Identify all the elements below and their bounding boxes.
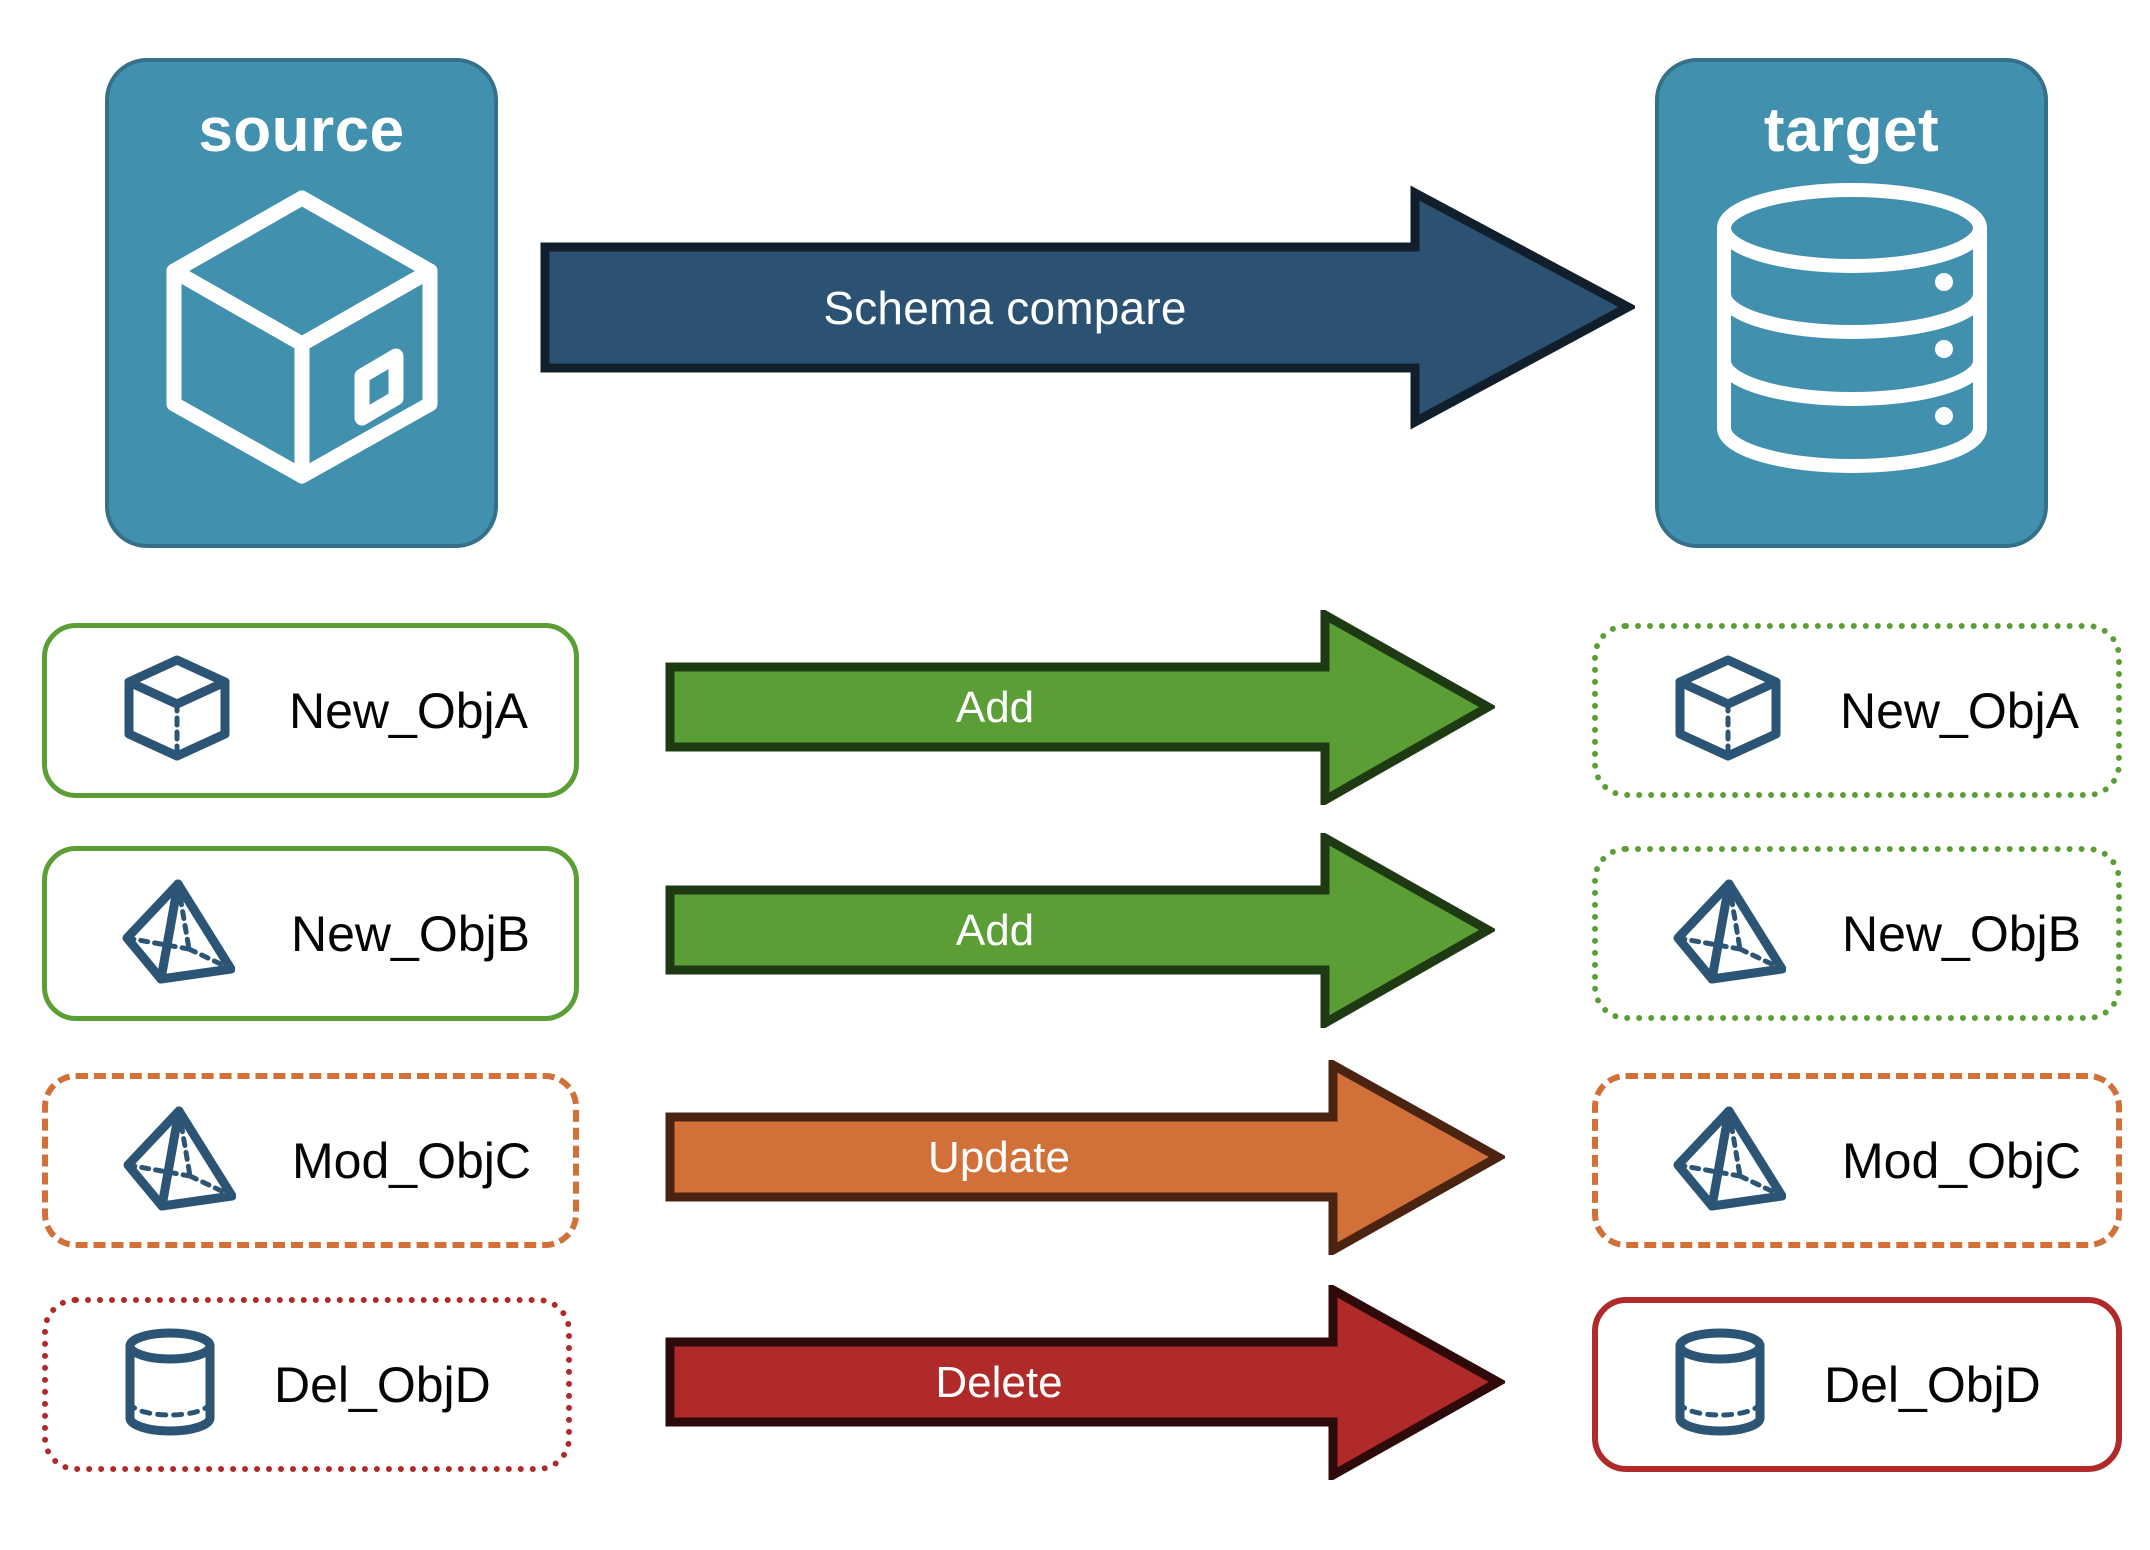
source-object-label: Del_ObjD — [274, 1356, 491, 1413]
source-object-label: New_ObjA — [289, 682, 528, 739]
row-arrow-add-1: Add — [665, 607, 1498, 808]
target-object-label: New_ObjA — [1840, 682, 2079, 739]
target-panel: target — [1655, 58, 2048, 548]
cube-icon — [1672, 652, 1784, 769]
source-object-box-new-obja[interactable]: New_ObjA — [42, 623, 579, 798]
target-object-box-new-objb[interactable]: New_ObjB — [1592, 846, 2122, 1021]
row-arrow-delete: Delete — [665, 1282, 1508, 1483]
target-object-box-mod-objc[interactable]: Mod_ObjC — [1592, 1073, 2122, 1248]
target-object-box-new-obja[interactable]: New_ObjA — [1592, 623, 2122, 798]
cube-icon — [121, 652, 233, 769]
target-object-label: Del_ObjD — [1824, 1356, 2041, 1413]
target-object-label: Mod_ObjC — [1842, 1132, 2081, 1189]
cylinder-icon — [1672, 1326, 1768, 1443]
source-panel-title: source — [198, 96, 405, 165]
pyramid-icon — [1672, 1103, 1787, 1218]
source-object-box-del-objd[interactable]: Del_ObjD — [42, 1297, 572, 1472]
pyramid-icon — [122, 1103, 237, 1218]
source-object-box-new-objb[interactable]: New_ObjB — [42, 846, 579, 1021]
target-panel-title: target — [1763, 96, 1940, 165]
pyramid-icon — [121, 876, 236, 991]
cylinder-icon — [122, 1326, 218, 1443]
source-object-label: Mod_ObjC — [292, 1132, 531, 1189]
source-object-label: New_ObjB — [291, 905, 530, 962]
source-object-box-mod-objc[interactable]: Mod_ObjC — [42, 1073, 579, 1248]
source-panel: source — [105, 58, 498, 548]
row-arrow-update: Update — [665, 1057, 1508, 1258]
target-object-label: New_ObjB — [1842, 905, 2081, 962]
database-cylinder-icon — [1702, 176, 2002, 486]
row-arrow-add-2: Add — [665, 830, 1498, 1031]
target-object-box-del-objd[interactable]: Del_ObjD — [1592, 1297, 2122, 1472]
pyramid-icon — [1672, 876, 1787, 991]
package-box-icon — [152, 176, 452, 491]
schema-compare-arrow: Schema compare — [540, 185, 1638, 430]
